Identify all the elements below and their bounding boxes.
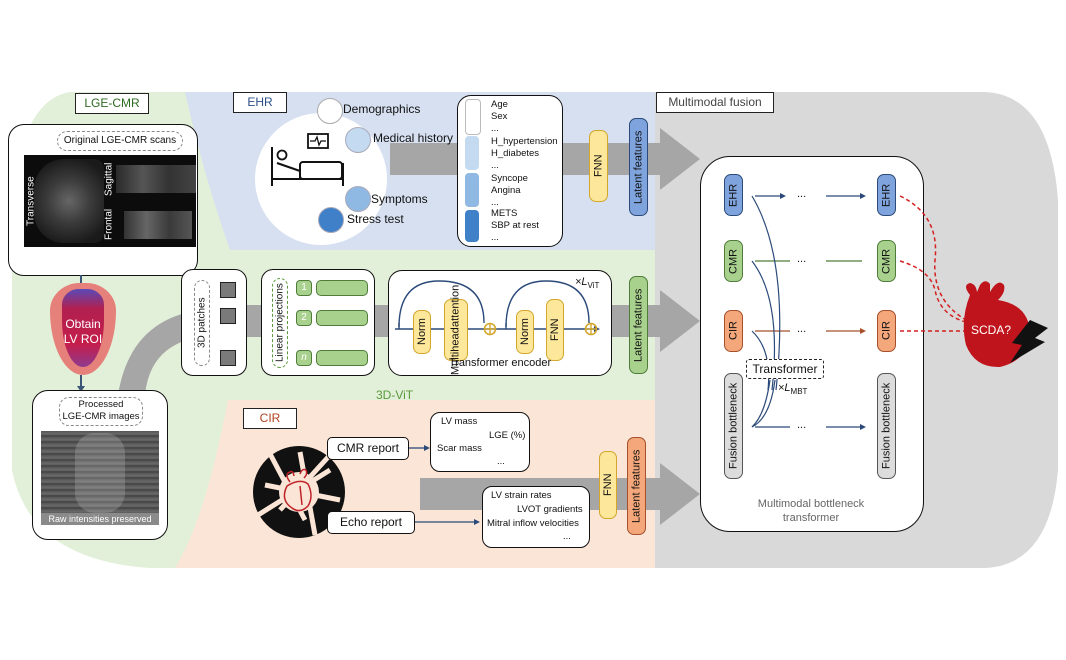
roi-label-1: Obtain [65, 317, 101, 331]
connector-line [80, 275, 82, 287]
connector-line [80, 375, 82, 389]
demographics-bubble [317, 98, 343, 124]
fusion-section-label: Multimodal fusion [656, 92, 774, 113]
stress-test-bubble [318, 207, 344, 233]
cmr-report-features: LV mass LGE (%) Scar mass ... [430, 412, 530, 472]
processed-title-line-2: LGE-CMR images [62, 411, 140, 422]
processed-images-panel: Processed LGE-CMR images Raw intensities… [32, 390, 168, 540]
mbt-repeat-label: ×LMBT [778, 382, 808, 397]
feature-group-swatch [465, 173, 479, 207]
processed-title: Processed LGE-CMR images [59, 397, 143, 426]
token-index: n [296, 350, 312, 366]
demographics-label: Demographics [343, 102, 421, 116]
medical-history-bubble [345, 127, 371, 153]
feature-mitral-inflow: Mitral inflow velocities [487, 518, 579, 529]
roi-label-2: LV ROI [63, 332, 103, 346]
transverse-scan [34, 159, 104, 243]
feature-scar-mass: Scar mass [437, 443, 482, 454]
feature-ellipsis: ... [497, 456, 505, 467]
scda-outcome-label: SCDA? [971, 323, 1012, 337]
vit-repeat-label: ×LViT [575, 276, 600, 291]
cir-section-label: CIR [243, 408, 297, 429]
image-stack [41, 431, 159, 523]
raw-intensities-caption: Raw intensities preserved [41, 513, 159, 525]
token-index: 2 [296, 310, 312, 326]
ehr-section-label: EHR [233, 92, 287, 113]
processed-title-line-1: Processed [78, 399, 124, 410]
patch-cube-icon [220, 308, 236, 324]
original-scans-title: Original LGE-CMR scans [57, 131, 183, 151]
stress-test-label: Stress test [347, 212, 404, 226]
mbt-ellipsis: ... [797, 419, 807, 431]
token-embedding [316, 310, 368, 326]
mri-scan-images: Transverse Sagittal Frontal [24, 155, 196, 247]
echo-report-box: Echo report [327, 511, 415, 534]
patch-cube-icon [220, 282, 236, 298]
mbt-ellipsis: ... [797, 188, 807, 200]
mbt-transformer-label: Transformer [746, 359, 824, 379]
frontal-scan [124, 211, 192, 239]
3d-patches-panel: 3D patches [181, 269, 247, 376]
token-embedding [316, 280, 368, 296]
original-scans-panel: Original LGE-CMR scans Transverse Sagitt… [8, 124, 198, 276]
feature-lv-strain: LV strain rates [491, 490, 552, 501]
feature-lv-mass: LV mass [441, 416, 478, 427]
feature-group-swatch [465, 136, 479, 170]
feature-group-swatch [465, 210, 479, 242]
linear-projections-panel: Linear projections 1 2 n [261, 269, 375, 376]
mbt-ellipsis: ... [797, 323, 807, 335]
vit-section-label: 3D-ViT [376, 388, 414, 402]
encoder-title: Transformer encoder [448, 357, 552, 369]
feature-lvot-gradients: LVOT gradients [517, 504, 583, 515]
feature-group-swatch [465, 99, 481, 135]
feature-lge-percent: LGE (%) [489, 430, 526, 441]
token-index: 1 [296, 280, 312, 296]
feature-ellipsis: ... [563, 531, 571, 542]
arrow-head-icon [77, 386, 85, 392]
lge-cmr-section-label: LGE-CMR [75, 93, 149, 114]
symptoms-label: Symptoms [371, 192, 428, 206]
sagittal-scan [116, 165, 196, 193]
medical-history-label: Medical history [373, 131, 454, 145]
mbt-ellipsis: ... [797, 253, 807, 265]
patch-cube-icon [220, 350, 236, 366]
token-embedding [316, 350, 368, 366]
echo-report-features: LV strain rates LVOT gradients Mitral in… [482, 486, 590, 548]
symptoms-bubble [345, 186, 371, 212]
cmr-report-box: CMR report [327, 437, 409, 460]
